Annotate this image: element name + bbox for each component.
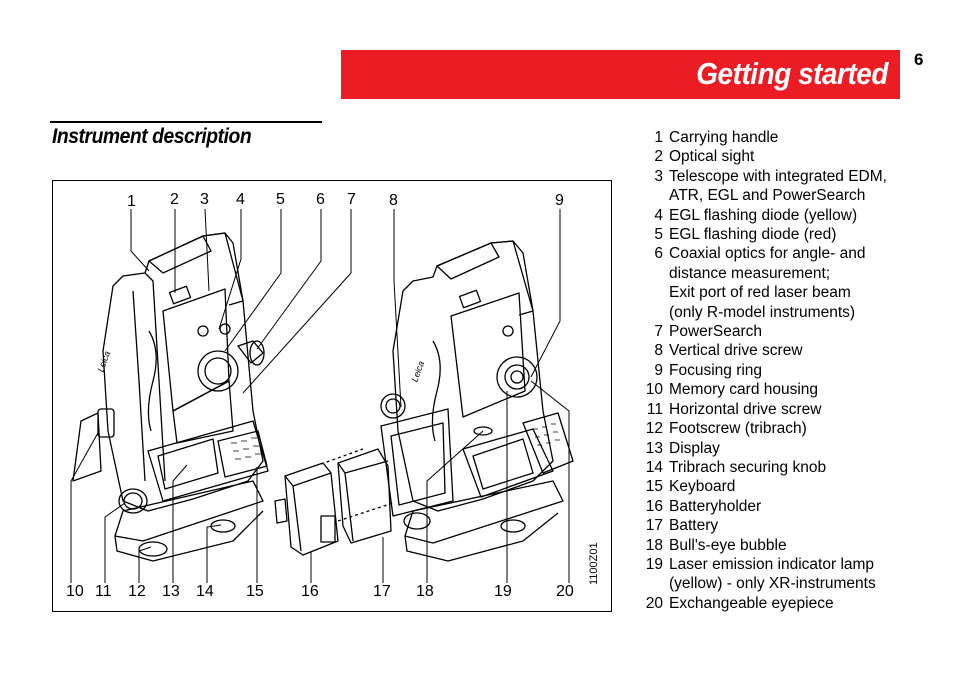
svg-text:Leica: Leica	[95, 350, 112, 374]
callout-19: 19	[494, 583, 512, 600]
section-title: Instrument description	[52, 125, 252, 148]
callout-14: 14	[196, 583, 214, 600]
section-rule	[50, 121, 322, 123]
callout-18: 18	[416, 583, 434, 600]
figure-code: 1100Z01	[588, 542, 600, 585]
callout-8: 8	[389, 192, 398, 209]
callout-2: 2	[170, 191, 179, 208]
instrument-figure: Leica	[52, 180, 612, 612]
page-title: Getting started	[696, 56, 888, 91]
callout-17: 17	[373, 583, 391, 600]
legend-item-continued: (yellow) - only XR-instruments	[669, 575, 876, 593]
callout-4: 4	[236, 191, 245, 208]
legend-item-continued: ATR, EGL and PowerSearch	[669, 187, 866, 205]
legend-item-continued: (only R-model instruments)	[669, 303, 856, 321]
callout-11: 11	[95, 583, 112, 600]
callout-9: 9	[555, 192, 564, 209]
callout-12: 12	[128, 583, 146, 600]
callout-20: 20	[556, 583, 574, 600]
callout-10: 10	[66, 583, 84, 600]
callout-6: 6	[316, 191, 325, 208]
callout-15: 15	[246, 583, 264, 600]
callout-13: 13	[162, 583, 180, 600]
svg-text:Leica: Leica	[409, 360, 426, 384]
callout-16: 16	[301, 583, 319, 600]
instrument-illustration: Leica	[70, 208, 574, 583]
legend-item-continued: distance measurement;	[669, 264, 831, 282]
callout-3: 3	[200, 191, 209, 208]
page-number: 6	[914, 50, 924, 69]
legend-item-continued: Exit port of red laser beam	[669, 284, 851, 302]
callout-7: 7	[347, 191, 356, 208]
callout-1: 1	[127, 193, 136, 210]
header-banner: Getting started	[341, 50, 900, 99]
callout-5: 5	[276, 191, 285, 208]
